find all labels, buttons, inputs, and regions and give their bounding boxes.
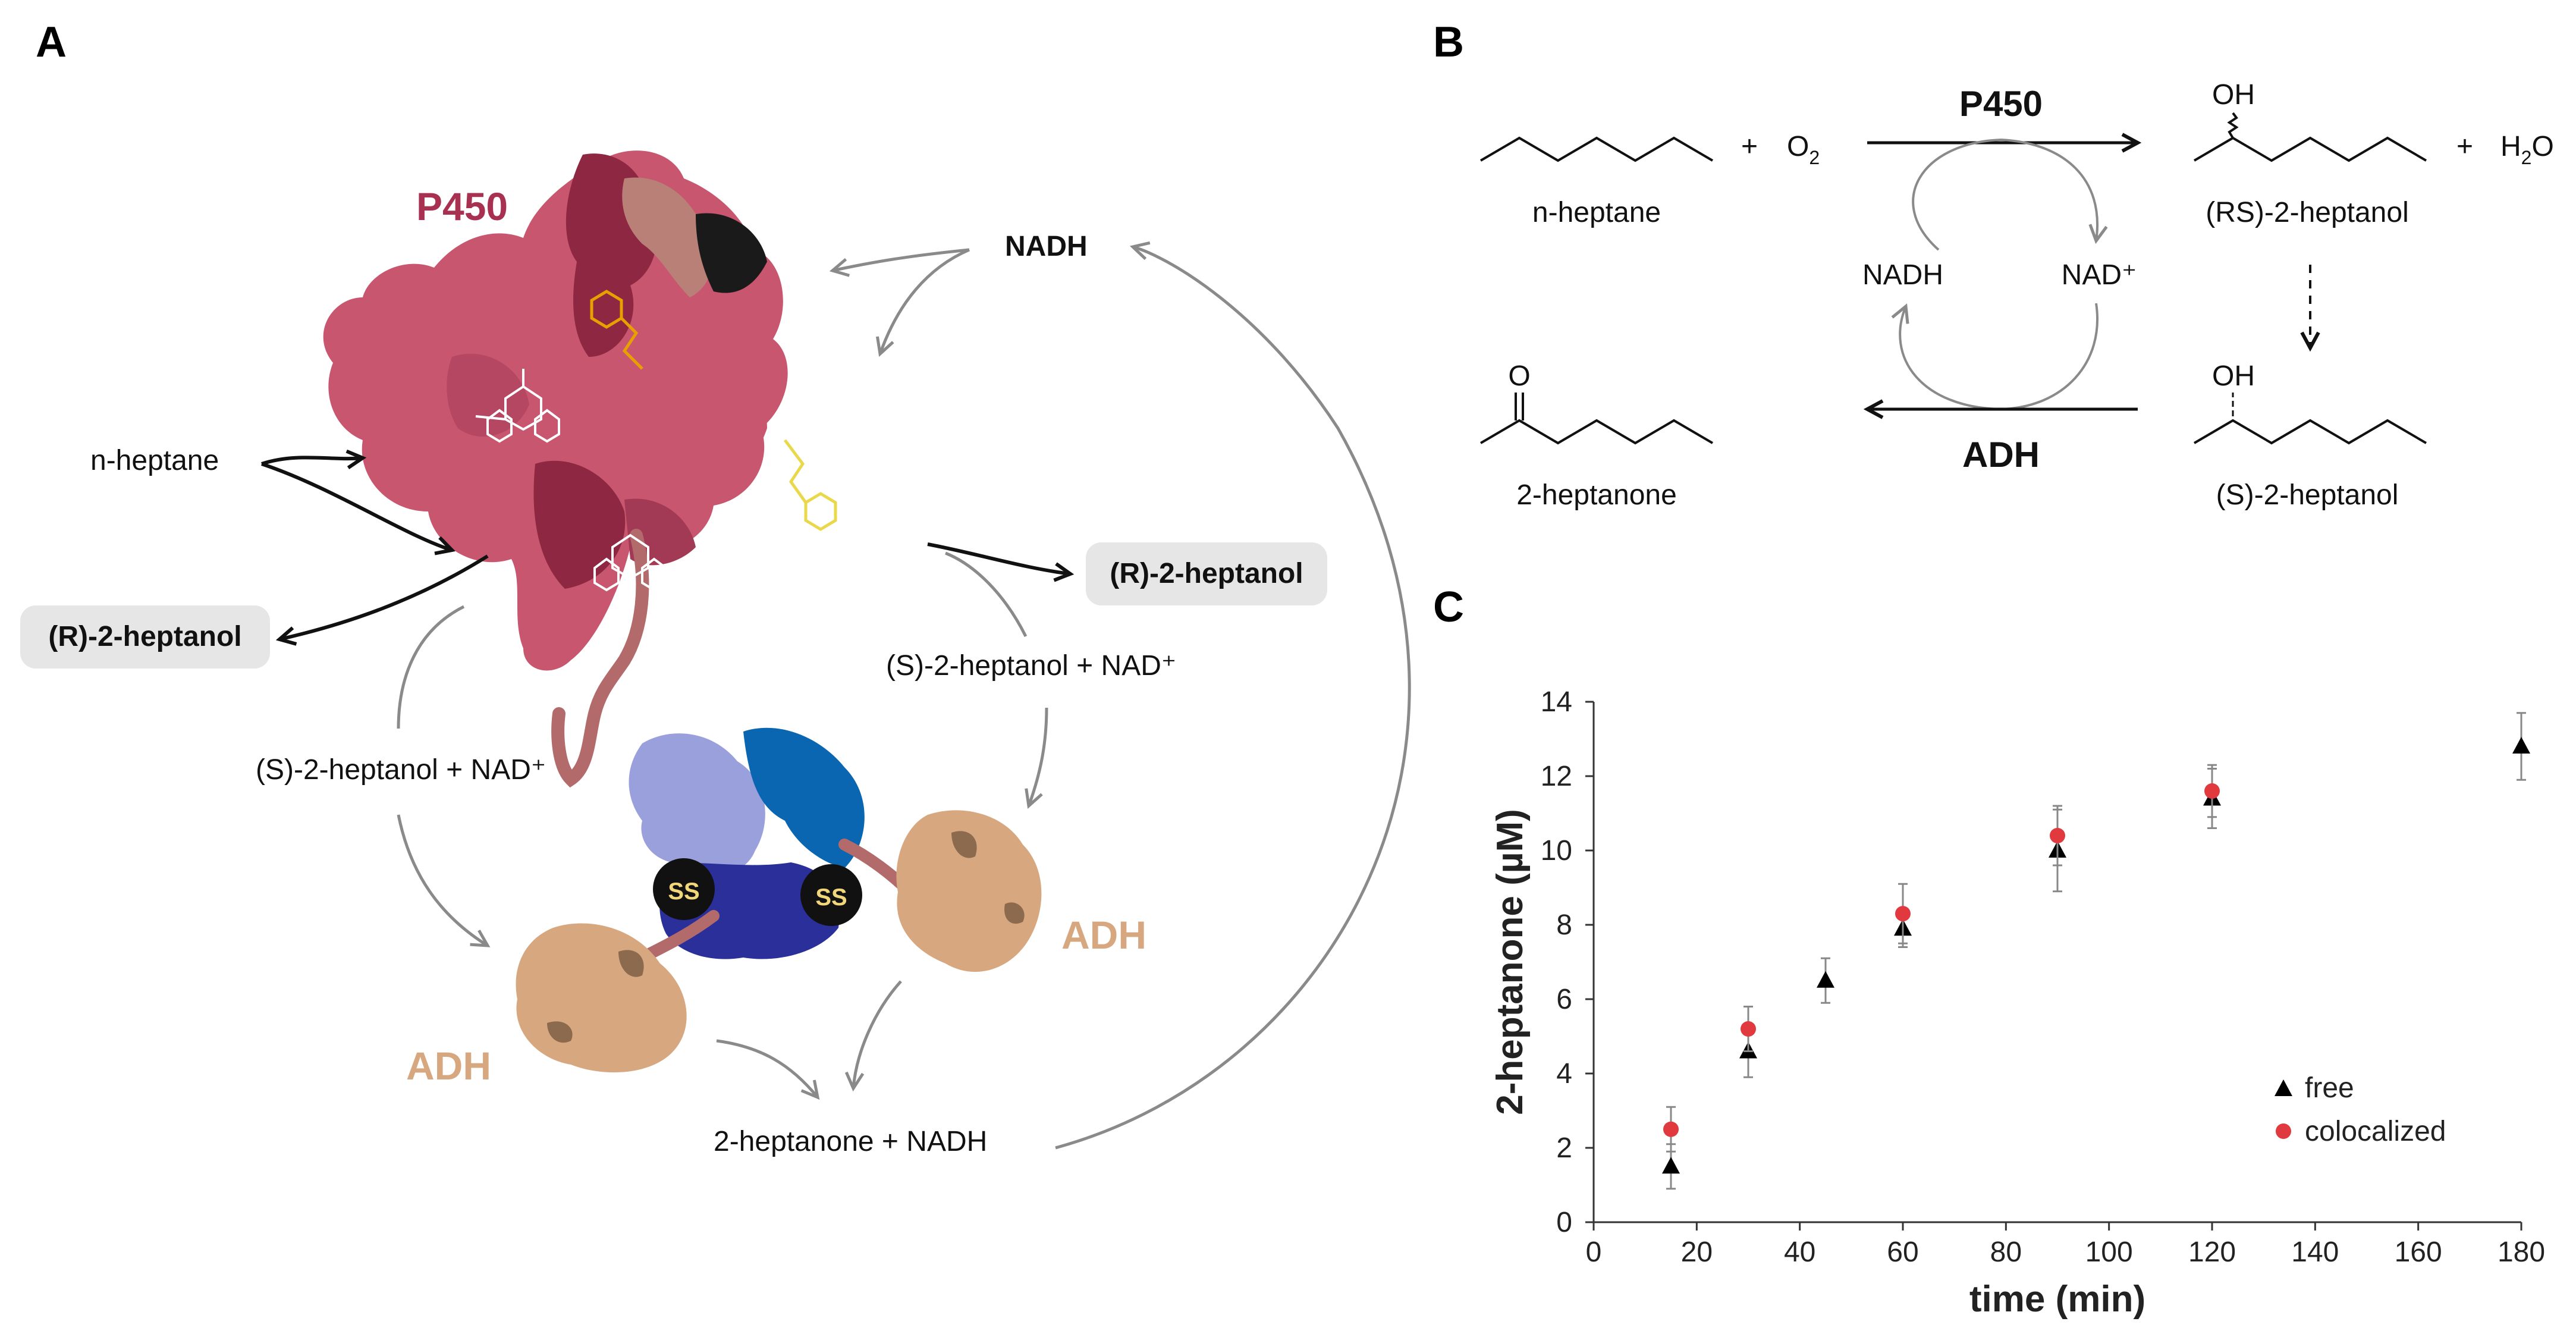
ss-right-label: SS — [815, 884, 847, 911]
cofactor-icon — [784, 439, 837, 531]
p450-label: P450 — [416, 184, 508, 228]
legend-colocalized-marker — [2276, 1123, 2291, 1139]
x-tick-label: 60 — [1887, 1236, 1918, 1268]
data-point-colocalized — [1663, 1121, 1679, 1137]
product-left-label: (R)-2-heptanol — [48, 621, 241, 652]
heptanone-name: 2-heptanone — [1516, 479, 1677, 511]
plus-2: + — [2456, 131, 2473, 162]
rs-heptanol-name: (RS)-2-heptanol — [2206, 197, 2408, 228]
data-point-colocalized — [1741, 1021, 1756, 1037]
bottom-product-label: 2-heptanone + NADH — [714, 1126, 987, 1157]
panel-b-letter: B — [1433, 18, 1464, 66]
chart-axes — [1592, 702, 2521, 1223]
y-tick-label: 14 — [1541, 686, 1572, 718]
nadh-cycle-label: NADH — [1862, 259, 1943, 291]
legend-free-label: free — [2305, 1072, 2354, 1104]
chart-ticks: 0 20 40 60 80 100 120 140 160 180 0 2 4 6 8 10 12 14 — [1541, 686, 2545, 1268]
x-tick-label: 40 — [1784, 1236, 1815, 1268]
adh-right-illustration — [896, 810, 1042, 972]
cycle-upper-arrow — [1912, 138, 2108, 251]
x-tick-label: 160 — [2395, 1236, 2442, 1268]
p450-complex-illustration — [323, 150, 837, 788]
n-heptane-structure — [1479, 136, 1714, 162]
adh-left-illustration — [516, 923, 687, 1073]
x-tick-label: 120 — [2188, 1236, 2236, 1268]
y-tick-label: 0 — [1556, 1207, 1572, 1238]
product-right-box — [1086, 542, 1327, 605]
cycle-lower-arrow — [1891, 303, 2099, 411]
x-tick-label: 140 — [2291, 1236, 2339, 1268]
panel-a: A — [20, 18, 1411, 1157]
o2-formula: O2 — [1787, 131, 1820, 168]
rs-heptanol-structure — [2193, 112, 2427, 162]
s-heptanol-name: (S)-2-heptanol — [2216, 479, 2399, 511]
s-heptanol-right-label: (S)-2-heptanol + NAD⁺ — [886, 650, 1176, 682]
n-heptane-label: n-heptane — [90, 445, 219, 476]
n-heptane-name: n-heptane — [1532, 197, 1661, 228]
panel-a-letter: A — [36, 18, 67, 66]
product-right-label: (R)-2-heptanol — [1110, 558, 1303, 589]
y-tick-label: 10 — [1541, 835, 1572, 867]
data-point-colocalized — [1895, 906, 1911, 922]
data-point-free — [1817, 971, 1834, 988]
oh-rs-label: OH — [2212, 79, 2255, 111]
data-point-free — [2512, 737, 2530, 754]
x-tick-label: 180 — [2498, 1236, 2545, 1268]
s-heptanol-left-label: (S)-2-heptanol + NAD⁺ — [256, 754, 546, 786]
x-tick-label: 100 — [2085, 1236, 2133, 1268]
data-point-free — [1662, 1157, 1680, 1174]
x-tick-label: 20 — [1681, 1236, 1713, 1268]
panel-b: B n-heptane + O2 P450 NADH NAD⁺ ADH OH (… — [1433, 18, 2554, 511]
heptanone-structure — [1479, 393, 1714, 445]
nadh-top-label: NADH — [1005, 231, 1088, 262]
p450-reaction-label: P450 — [1959, 84, 2043, 124]
ss-left-label: SS — [668, 878, 699, 905]
x-tick-label: 0 — [1586, 1236, 1602, 1268]
y-tick-label: 4 — [1556, 1058, 1572, 1090]
heme-icon — [593, 533, 667, 613]
product-left-box — [20, 605, 270, 668]
y-tick-label: 12 — [1541, 761, 1572, 792]
oh-s-label: OH — [2212, 360, 2255, 392]
y-tick-label: 8 — [1556, 909, 1572, 941]
legend-colocalized-label: colocalized — [2305, 1116, 2446, 1147]
x-tick-label: 80 — [1990, 1236, 2022, 1268]
x-axis-title: time (min) — [1969, 1279, 2145, 1320]
ketone-o-label: O — [1508, 360, 1530, 392]
scaffold-ring-illustration: SS SS — [629, 727, 916, 963]
adh-right-label: ADH — [1061, 913, 1146, 957]
cofactor-icon — [590, 290, 643, 370]
panel-c-letter: C — [1433, 583, 1464, 631]
h2o-formula: H2O — [2500, 131, 2554, 168]
ss-bond-right — [800, 864, 862, 926]
panel-c: C 0 20 40 60 80 100 120 140 160 180 0 2 4 6 8 10 12 14 ti… — [1433, 583, 2545, 1320]
adh-left-label: ADH — [406, 1044, 491, 1088]
legend-free-marker — [2275, 1079, 2292, 1096]
ss-bond-left — [653, 858, 715, 920]
heme-icon — [475, 369, 560, 443]
adh-reaction-label: ADH — [1962, 435, 2040, 475]
panel-a-arrows — [261, 241, 1411, 1150]
heptanone-chart: 0 20 40 60 80 100 120 140 160 180 0 2 4 6 8 10 12 14 time… — [1490, 686, 2545, 1320]
y-tick-label: 6 — [1556, 984, 1572, 1015]
nad-cycle-label: NAD⁺ — [2062, 259, 2137, 291]
chart-marks — [1662, 712, 2530, 1190]
y-tick-label: 2 — [1556, 1132, 1572, 1164]
s-heptanol-structure — [2193, 393, 2427, 445]
plus-1: + — [1741, 131, 1758, 162]
data-point-colocalized — [2204, 783, 2220, 799]
y-axis-title: 2-heptanone (µM) — [1490, 809, 1531, 1115]
data-point-colocalized — [2050, 828, 2065, 843]
chart-legend: free colocalized — [2275, 1072, 2446, 1147]
